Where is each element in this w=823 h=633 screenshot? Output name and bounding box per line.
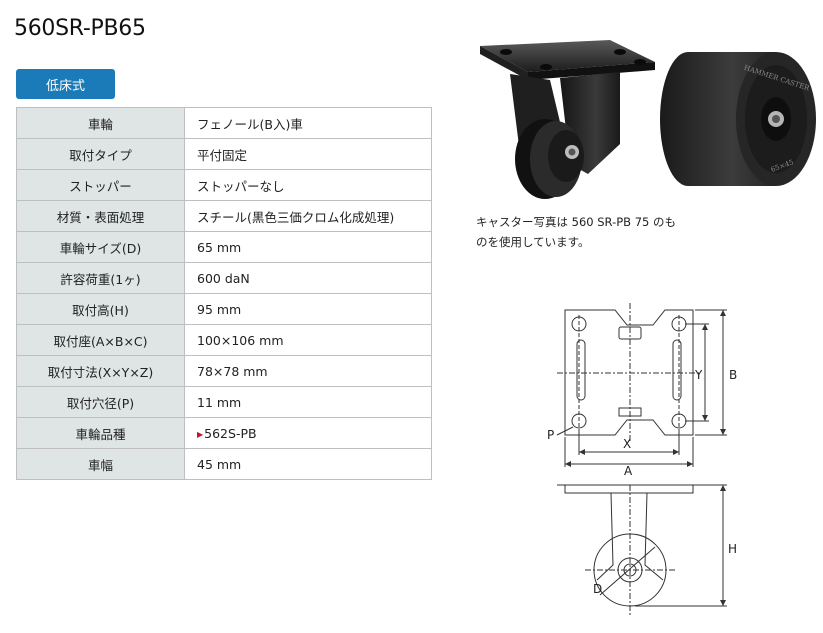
table-row: 車輪 フェノール(B入)車 [16,107,432,139]
arrow-right-icon: ▶ [197,429,204,439]
spec-value: 平付固定 [184,138,432,170]
spec-value-cell: ▶562S-PB [184,417,432,449]
category-badge: 低床式 [16,69,115,99]
table-row: 許容荷重(1ヶ) 600 daN [16,262,432,294]
dim-label-x: X [623,437,631,451]
dim-label-y: Y [694,368,703,382]
table-row: 取付高(H) 95 mm [16,293,432,325]
table-row: 取付タイプ 平付固定 [16,138,432,170]
spec-label: 取付座(A×B×C) [16,324,185,356]
table-row: 取付穴径(P) 11 mm [16,386,432,418]
spec-value: 11 mm [184,386,432,418]
table-row: 車輪品種 ▶562S-PB [16,417,432,449]
table-row: 車幅 45 mm [16,448,432,480]
spec-value: フェノール(B入)車 [184,107,432,139]
spec-label: 取付穴径(P) [16,386,185,418]
caster-photo [480,40,655,199]
spec-label: 材質・表面処理 [16,200,185,232]
dim-label-h: H [728,542,737,556]
spec-label: 車輪サイズ(D) [16,231,185,263]
spec-value: 78×78 mm [184,355,432,387]
spec-value: 100×106 mm [184,324,432,356]
table-row: 材質・表面処理 スチール(黒色三価クロム化成処理) [16,200,432,232]
table-row: ストッパー ストッパーなし [16,169,432,201]
wheel-model-link-label: 562S-PB [204,425,257,441]
spec-value: 65 mm [184,231,432,263]
spec-value: 95 mm [184,293,432,325]
table-row: 取付寸法(X×Y×Z) 78×78 mm [16,355,432,387]
table-row: 取付座(A×B×C) 100×106 mm [16,324,432,356]
wheel-photo: HAMMER CASTER 65×45 [660,52,816,186]
dim-label-d: D [593,582,602,596]
dim-label-b: B [729,368,737,382]
spec-table: 車輪 フェノール(B入)車 取付タイプ 平付固定 ストッパー ストッパーなし 材… [16,107,432,480]
spec-label: 車輪 [16,107,185,139]
spec-value: 45 mm [184,448,432,480]
dim-label-a: A [624,464,633,478]
spec-value: ストッパーなし [184,169,432,201]
spec-label: 車輪品種 [16,417,185,449]
photo-caption: キャスター写真は 560 SR-PB 75 のものを使用しています。 [476,215,677,249]
spec-value: スチール(黒色三価クロム化成処理) [184,200,432,232]
category-badge-label: 低床式 [45,78,85,94]
spec-label: 許容荷重(1ヶ) [16,262,185,294]
spec-label: ストッパー [16,169,185,201]
dim-label-p: P [547,428,554,442]
wheel-model-link[interactable]: ▶562S-PB [197,426,257,441]
spec-label: 取付寸法(X×Y×Z) [16,355,185,387]
dimension-drawing: Y B X A P D H [547,303,737,615]
table-row: 車輪サイズ(D) 65 mm [16,231,432,263]
spec-label: 取付タイプ [16,138,185,170]
spec-label: 取付高(H) [16,293,185,325]
spec-label: 車幅 [16,448,185,480]
page-title: 560SR-PB65 [14,16,146,41]
spec-value: 600 daN [184,262,432,294]
